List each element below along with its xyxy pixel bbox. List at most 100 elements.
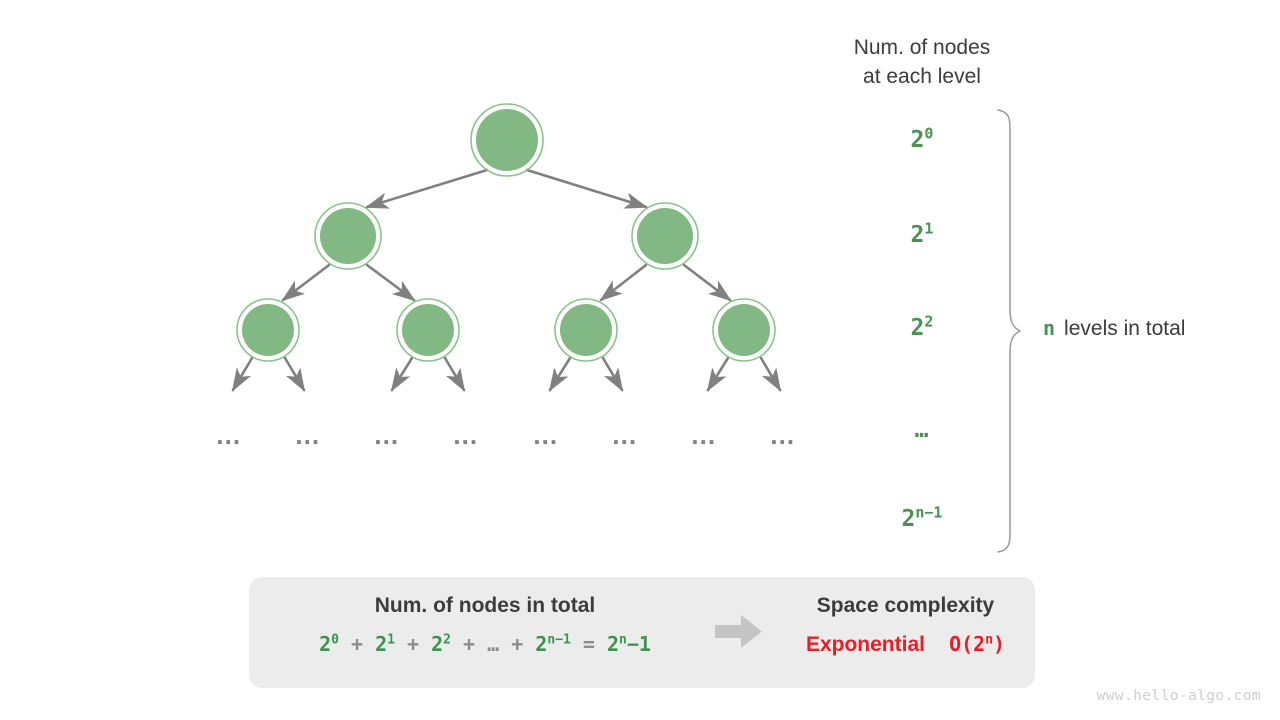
tree-node bbox=[470, 103, 544, 177]
formula-operator: + bbox=[463, 632, 476, 656]
tree-node-fill bbox=[560, 304, 612, 356]
tree-edge bbox=[390, 356, 414, 392]
tree-edge bbox=[281, 263, 331, 302]
formula-term-exponent: n−1 bbox=[547, 632, 571, 648]
tree-node-ring bbox=[554, 298, 618, 362]
tree-edge bbox=[759, 356, 782, 392]
tree-node bbox=[314, 202, 382, 270]
leaf-ellipsis: … bbox=[532, 420, 560, 450]
tree-node-ring bbox=[712, 298, 776, 362]
tree-edges bbox=[231, 168, 782, 392]
formula-term: 2n−1 bbox=[607, 632, 651, 656]
level-node-count-2: 22 bbox=[862, 312, 982, 341]
tree-edge bbox=[682, 263, 732, 302]
level-count-exponent: 1 bbox=[924, 219, 934, 238]
level-node-count-4: 2n−1 bbox=[862, 503, 982, 532]
tree-edge bbox=[443, 356, 466, 392]
total-nodes-formula: 20 + 21 + 22 + … + 2n−1 = 2n−1 bbox=[249, 630, 721, 658]
leaf-ellipsis: … bbox=[215, 420, 243, 450]
formula-term: 2n−1 bbox=[535, 632, 571, 656]
tree-edge bbox=[365, 168, 489, 209]
level-node-count-1: 21 bbox=[862, 219, 982, 248]
formula-term: 21 bbox=[375, 632, 395, 656]
tree-node-ring bbox=[236, 298, 300, 362]
level-count-exponent: n−1 bbox=[915, 503, 943, 522]
formula-term-exponent: 2 bbox=[443, 632, 451, 648]
tree-node-fill bbox=[637, 208, 693, 264]
tree-node bbox=[631, 202, 699, 270]
formula-term-exponent: n bbox=[619, 632, 627, 648]
formula-term-base: 2 bbox=[375, 632, 388, 656]
formula-term-suffix: −1 bbox=[626, 632, 651, 656]
tree-node bbox=[236, 298, 300, 362]
level-count-base: 2 bbox=[910, 222, 925, 248]
levels-variable: n bbox=[1043, 316, 1056, 340]
level-node-count-0: 20 bbox=[862, 124, 982, 153]
level-count-header: Num. of nodes at each level bbox=[793, 33, 1051, 91]
complexity-notation-prefix: O(2 bbox=[949, 632, 986, 656]
formula-operator: + bbox=[350, 632, 364, 656]
formula-operator: … bbox=[487, 632, 500, 656]
tree-node-fill bbox=[476, 109, 538, 171]
summary-panel: Num. of nodes in total 20 + 21 + 22 + … … bbox=[249, 577, 1035, 688]
leaf-ellipsis: … bbox=[294, 420, 322, 450]
formula-term-base: 2 bbox=[606, 632, 620, 656]
leaf-ellipsis: … bbox=[690, 420, 718, 450]
formula-operator: = bbox=[582, 632, 595, 656]
tree-node bbox=[712, 298, 776, 362]
site-watermark: www.hello-algo.com bbox=[1096, 688, 1261, 704]
tree-node bbox=[554, 298, 618, 362]
level-count-exponent: 0 bbox=[924, 124, 934, 143]
total-levels-label: n levels in total bbox=[1043, 316, 1185, 341]
formula-term-base: 2 bbox=[431, 632, 444, 656]
tree-edge bbox=[548, 356, 572, 392]
level-count-base: 2 bbox=[910, 315, 925, 341]
tree-node-fill bbox=[242, 304, 294, 356]
formula-term-exponent: 0 bbox=[331, 632, 339, 648]
level-count-base: 2 bbox=[910, 127, 925, 153]
space-complexity-title: Space complexity bbox=[816, 594, 995, 617]
formula-term-exponent: 1 bbox=[387, 632, 395, 648]
formula-term: 20 bbox=[319, 632, 339, 656]
complexity-notation-exponent: n bbox=[985, 632, 994, 648]
tree-edge bbox=[601, 356, 624, 392]
level-node-count-3: … bbox=[862, 417, 982, 443]
level-count-header-line1: Num. of nodes bbox=[853, 36, 991, 59]
tree-node-ring bbox=[631, 202, 699, 270]
tree-node bbox=[396, 298, 460, 362]
level-count-base: … bbox=[914, 417, 930, 443]
tree-node-fill bbox=[402, 304, 454, 356]
complexity-notation-suffix: ) bbox=[993, 632, 1006, 656]
level-count-header-line2: at each level bbox=[863, 65, 981, 88]
formula-term-base: 2 bbox=[535, 632, 548, 656]
total-nodes-title: Num. of nodes in total bbox=[374, 594, 596, 617]
leaf-ellipsis: … bbox=[452, 420, 480, 450]
tree-node-fill bbox=[718, 304, 770, 356]
formula-operator: + bbox=[407, 632, 420, 656]
right-arrow-icon bbox=[715, 615, 762, 648]
levels-total-text: levels in total bbox=[1064, 317, 1186, 340]
tree-edge bbox=[231, 356, 254, 392]
tree-edge bbox=[525, 168, 648, 209]
tree-edge bbox=[365, 263, 416, 302]
leaf-ellipsis: … bbox=[611, 420, 639, 450]
space-complexity-value: Exponential O(2n) bbox=[776, 630, 1035, 659]
levels-brace-icon bbox=[997, 109, 1022, 553]
space-complexity-section: Space complexity Exponential O(2n) bbox=[776, 591, 1035, 659]
tree-edge bbox=[283, 356, 306, 392]
tree-node-ring bbox=[396, 298, 460, 362]
level-count-base: 2 bbox=[901, 506, 916, 532]
total-nodes-section: Num. of nodes in total 20 + 21 + 22 + … … bbox=[249, 591, 721, 658]
formula-term: 22 bbox=[431, 632, 451, 656]
formula-operator: + bbox=[511, 632, 524, 656]
leaf-ellipsis: … bbox=[769, 420, 797, 450]
formula-term-base: 2 bbox=[319, 632, 332, 656]
leaf-ellipsis: … bbox=[373, 420, 401, 450]
complexity-word: Exponential bbox=[805, 633, 925, 656]
tree-edge bbox=[599, 263, 648, 302]
tree-node-ring bbox=[314, 202, 382, 270]
level-count-exponent: 2 bbox=[924, 312, 934, 331]
tree-nodes bbox=[236, 103, 776, 362]
tree-edge bbox=[706, 356, 730, 392]
